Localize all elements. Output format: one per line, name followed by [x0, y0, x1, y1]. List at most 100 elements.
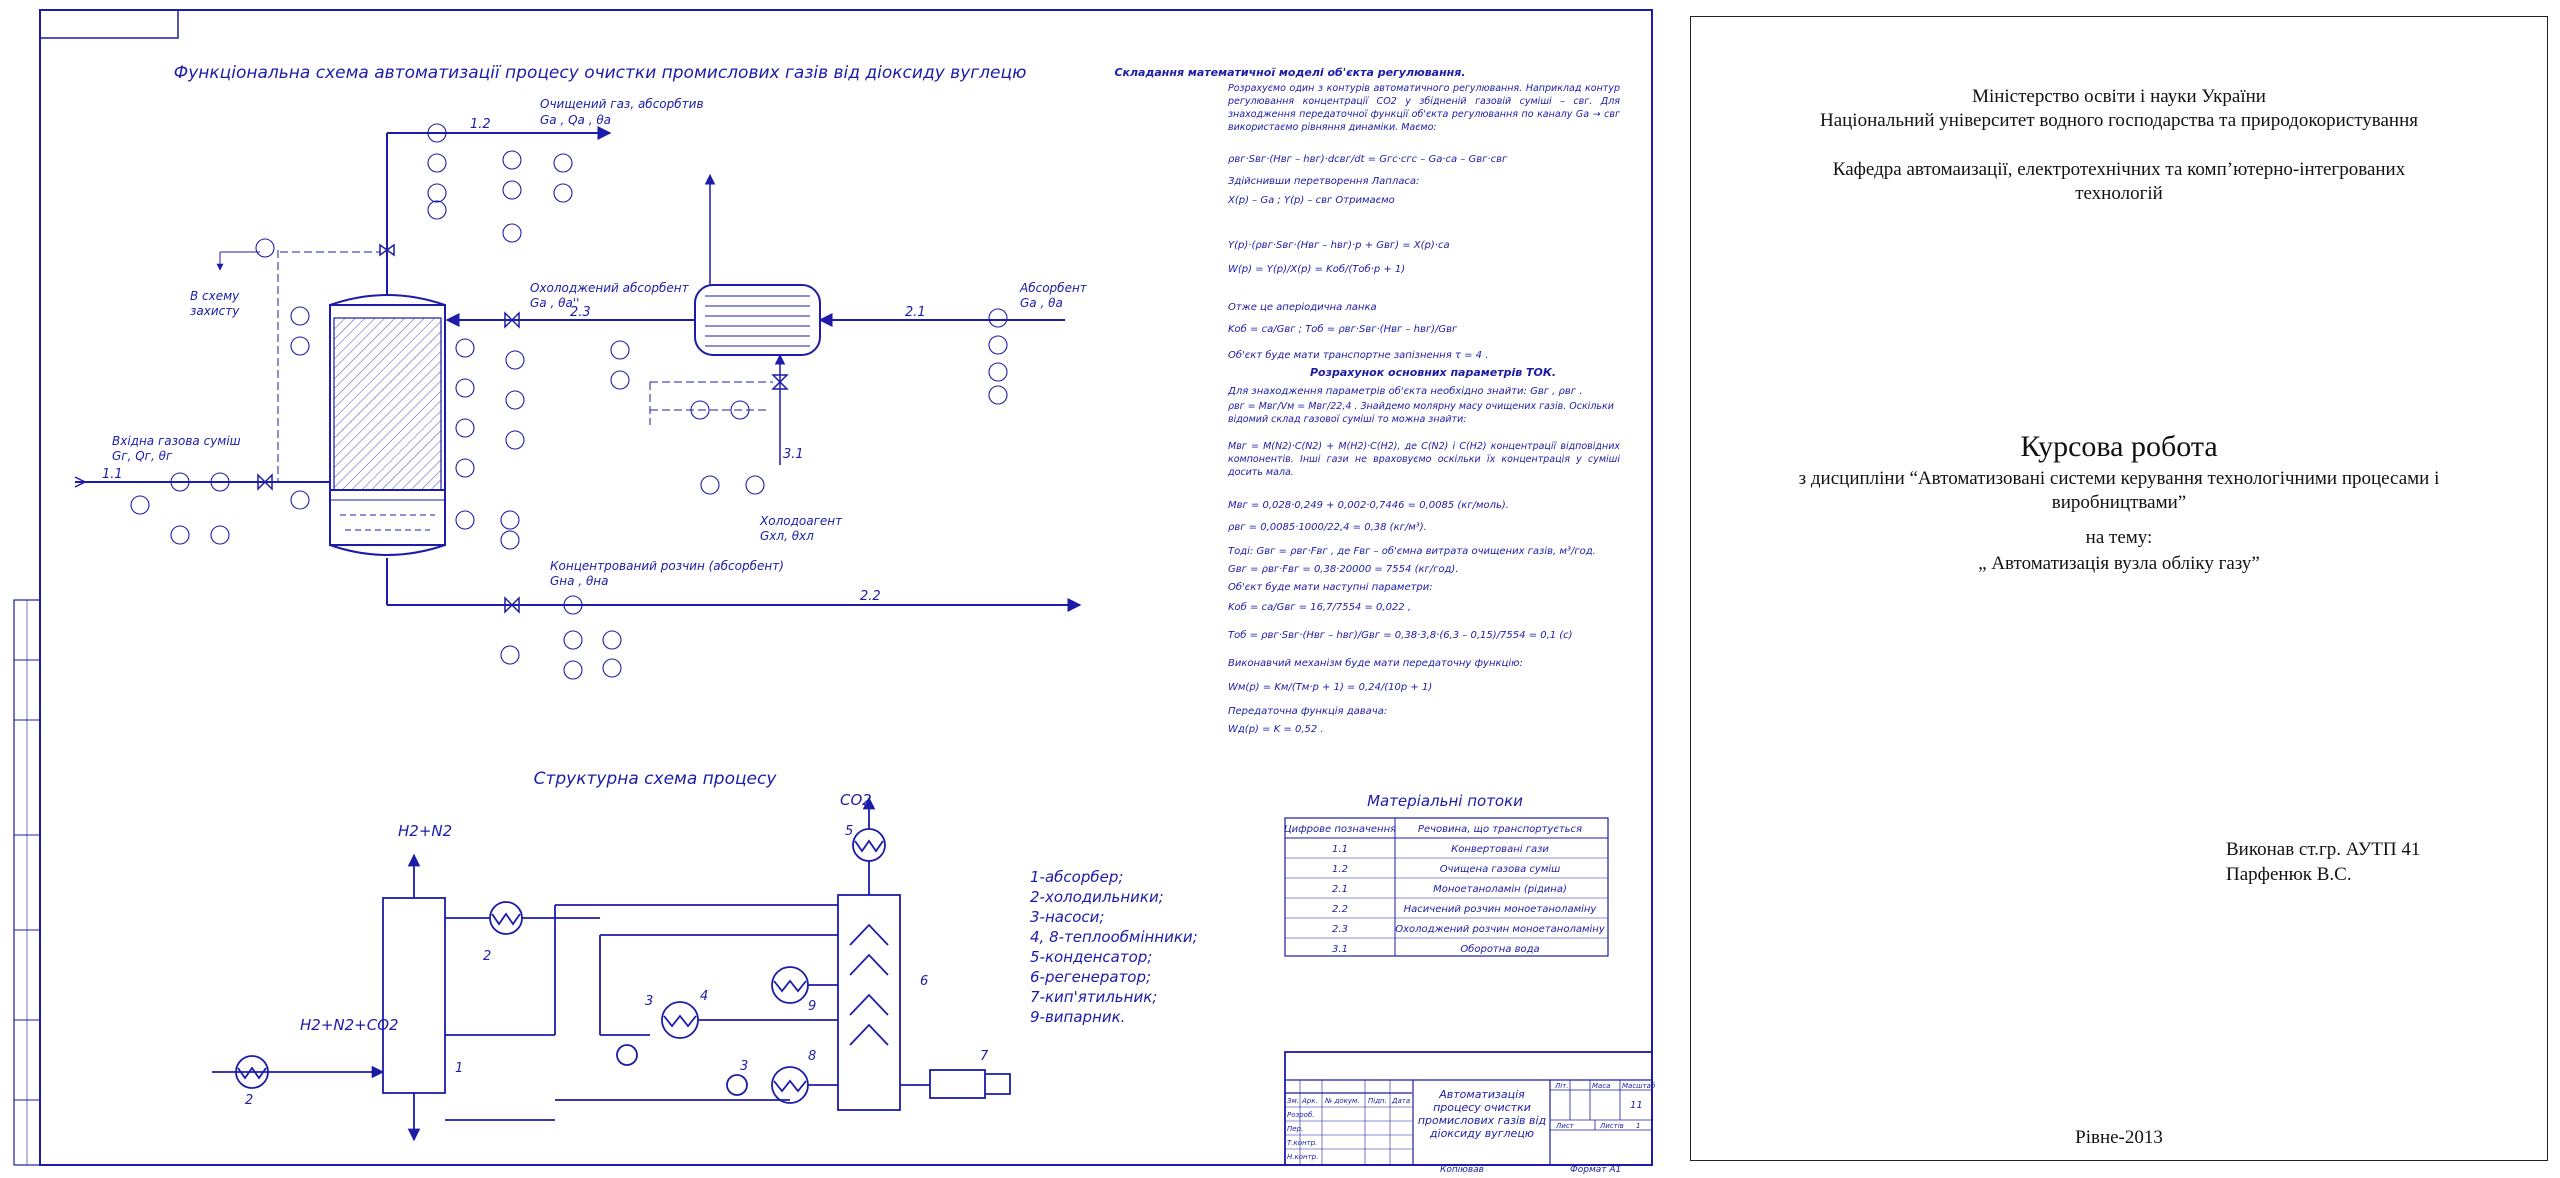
author-name: Парфенюк В.С. — [2226, 864, 2352, 885]
stamp-copied: Копіював — [1440, 1165, 1484, 1174]
svg-text:6: 6 — [920, 974, 928, 989]
h2n2co2-label: H2+N2+CO2 — [300, 1016, 399, 1034]
stamp-row: Т.контр. — [1287, 1139, 1317, 1147]
math-eq-9: Тоді: Gвг = ρвг·Fвг , де Fвг – об'ємна в… — [1228, 545, 1596, 557]
flows-cell: 3.1 — [1332, 944, 1348, 955]
math-paragraph-1: Розрахуємо один з контурів автоматичного… — [1228, 83, 1620, 133]
co2-label: CO2 — [840, 791, 872, 809]
department-name: Кафедра автомаизації, електротехнічних т… — [1832, 159, 2406, 204]
material-flows-table: Матеріальні потоки Цифрове позначення Ре… — [1284, 792, 1609, 957]
h2n2-label: H2+N2 — [398, 822, 452, 840]
concentrated-solution-label: Концентрований розчин (абсорбент) — [550, 559, 784, 573]
drawing-canvas: Функціональна схема автоматизації процес… — [13, 9, 1656, 1175]
flows-cell: Насичений розчин моноетаноламіну — [1404, 903, 1598, 915]
svg-text:7: 7 — [980, 1049, 989, 1064]
math-eq-1: ρвг·Sвг·(Hвг – hвг)·dcвг/dt = Gгс·cгс – … — [1228, 154, 1508, 165]
clean-gas-label: Очищений газ, абсорбтив — [540, 97, 704, 111]
line-label-1-2: 1.2 — [470, 117, 491, 132]
line-label-2-2: 2.2 — [860, 589, 881, 604]
line-label-3-1: 3.1 — [783, 447, 804, 462]
title-page-header: Міністерство освіти і науки України Наці… — [1691, 85, 2547, 133]
math-eq-10: Gвг = ρвг·Fвг = 0,38·20000 = 7554 (кг/го… — [1228, 564, 1459, 575]
flows-header-code: Цифрове позначення — [1284, 824, 1396, 835]
discipline: з дисципліни “Автоматизовані системи кер… — [1798, 468, 2440, 513]
svg-text:3: 3 — [740, 1059, 748, 1074]
stamp-col: Дата — [1391, 1097, 1410, 1105]
math-eq-12: Tоб = ρвг·Sвг·(Hвг – hвг)/Gвг = 0,38·3,8… — [1228, 629, 1573, 641]
stamp-sheet-number: 11 — [1630, 1100, 1643, 1111]
flows-cell: 2.3 — [1332, 924, 1348, 935]
line-label-2-1: 2.1 — [905, 305, 926, 320]
structure-scheme — [212, 796, 1011, 1142]
structure-scheme-title: Структурна схема процесу — [534, 769, 778, 789]
structure-legend: 1-абсорбер; 2-холодильники; 3-насоси; 4,… — [1030, 868, 1198, 1026]
functional-scheme-title: Функціональна схема автоматизації процес… — [174, 63, 1027, 83]
flows-cell: 2.2 — [1332, 904, 1348, 915]
instrument-bubbles — [130, 123, 1008, 680]
math-p8: Виконавчий механізм буде мати передаточн… — [1228, 657, 1523, 669]
structure-numbers: 1 2 2 3 3 4 5 6 7 8 9 — [245, 824, 989, 1108]
clean-gas-vars: Gа , Qа , θа — [540, 113, 611, 127]
flows-cell: 2.1 — [1332, 884, 1348, 895]
flows-cell: 1.2 — [1332, 864, 1348, 875]
sheet-frame — [39, 9, 1653, 1166]
math-eq-8: ρвг = 0,0085·1000/22,4 = 0,38 (кг/м³). — [1228, 522, 1427, 533]
flows-cell: Конвертовані гази — [1451, 843, 1549, 855]
stamp-row: Пер. — [1287, 1125, 1303, 1133]
corner-box — [39, 9, 179, 39]
absorber-column — [329, 294, 446, 556]
absorbent-vars: Gа , θа — [1020, 296, 1063, 310]
topic: „ Автоматизація вузла обліку газу” — [1978, 553, 2260, 574]
math-model-text: Складання математичної моделі об'єкта ре… — [1114, 66, 1620, 735]
math-p4: Отже це аперіодична ланка — [1228, 301, 1377, 313]
valve-coolant — [771, 374, 789, 390]
cooled-absorbent-vars: Gа , θа'' — [530, 296, 579, 310]
flows-cell: Оборотна вода — [1460, 943, 1539, 955]
author-block: Виконав ст.гр. АУТП 41 Парфенюк В.С. — [2226, 837, 2420, 887]
math-eq-13: Wм(p) = Kм/(Tм·p + 1) = 0,24/(10p + 1) — [1228, 682, 1432, 693]
absorbent-label: Абсорбент — [1019, 281, 1088, 295]
cooled-absorbent-label: Охолоджений абсорбент — [530, 281, 690, 295]
stamp-format: Формат А1 — [1570, 1165, 1621, 1174]
math-heading-2: Розрахунок основних параметрів ТОК. — [1310, 366, 1556, 379]
coolant-label: Холодоагент — [759, 514, 843, 528]
math-eq-6: Mвг = M(N2)·C(N2) + M(H2)·C(H2), де C(N2… — [1228, 441, 1620, 478]
stamp-sheet: Лист — [1555, 1122, 1575, 1130]
stamp-scale: Масштаб — [1622, 1082, 1656, 1090]
svg-text:9: 9 — [808, 999, 816, 1014]
math-eq-11: Kоб = cа/Gвг = 16,7/7554 = 0,022 , — [1228, 601, 1411, 613]
concentrated-solution-vars: Gна , θна — [550, 574, 608, 588]
svg-text:8: 8 — [808, 1049, 816, 1064]
math-p3: X(p) – Gа ; Y(p) – cвг Отримаємо — [1227, 195, 1395, 206]
stamp-col: Зм. — [1287, 1097, 1299, 1105]
inlet-gas-vars: Gг, Qг, θг — [112, 449, 173, 463]
svg-text:3: 3 — [645, 994, 653, 1009]
stamp-col: Арк. — [1301, 1097, 1318, 1105]
svg-text:2: 2 — [483, 949, 491, 964]
math-eq-2: Y(p)·(ρвг·Sвг·(Hвг – hвг)·p + Gвг) = X(p… — [1228, 240, 1450, 251]
flows-cell: Моноетаноламін (рідина) — [1433, 883, 1567, 895]
svg-text:1: 1 — [455, 1061, 463, 1076]
stamp-sheets: Листів — [1599, 1122, 1624, 1130]
math-eq-7: Mвг = 0,028·0,249 + 0,002·0,7446 = 0,008… — [1228, 500, 1509, 511]
stamp-text: Зм. Арк. № докум. Підп. Дата Розроб. Пер… — [1287, 1082, 1656, 1175]
math-p2: Здійснивши перетворення Лапласа: — [1228, 175, 1419, 187]
protection-label-2: захисту — [190, 304, 240, 318]
svg-text:4: 4 — [700, 989, 708, 1004]
math-eq-4: Kоб = cа/Gвг ; Tоб = ρвг·Sвг·(Hвг – hвг)… — [1228, 323, 1458, 335]
university-name: Національний університет водного господа… — [1819, 110, 2418, 131]
math-p7: Об'єкт буде мати наступні параметри: — [1228, 581, 1433, 593]
stamp-row: Н.контр. — [1287, 1153, 1318, 1161]
cooler-heat-exchanger — [694, 173, 821, 356]
legend-item: 2-холодильники; — [1030, 888, 1164, 906]
work-type: Курсова робота — [2020, 430, 2218, 463]
math-p9: Передаточна функція давача: — [1228, 705, 1387, 717]
flows-cell: Охолоджений розчин моноетаноламіну — [1395, 923, 1606, 935]
coolant-vars: Gхл, θхл — [760, 529, 814, 543]
legend-item: 3-насоси; — [1030, 908, 1104, 926]
stamp-sheets-value: 1 — [1636, 1122, 1640, 1130]
legend-item: 9-випарник. — [1030, 1008, 1125, 1026]
legend-item: 4, 8-теплообмінники; — [1030, 928, 1198, 946]
math-eq-5: ρвг = Mвг/Vм = Mвг/22,4 . Знайдемо моляр… — [1228, 401, 1614, 425]
flows-cell: 1.1 — [1332, 844, 1348, 855]
